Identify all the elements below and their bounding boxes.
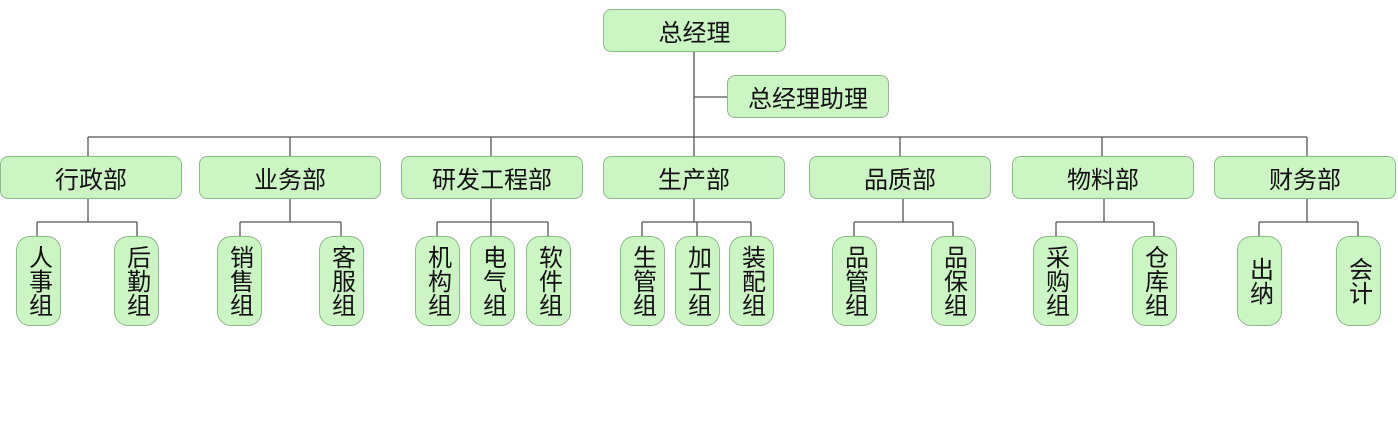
node-dept-production: 生产部 [603,156,785,199]
node-dept-quality: 品质部 [809,156,991,199]
node-team: 加工组 [675,236,720,326]
node-general-manager-assistant: 总经理助理 [727,75,889,118]
node-team: 装配组 [729,236,774,326]
node-dept-materials: 物料部 [1012,156,1194,199]
node-dept-rnd: 研发工程部 [401,156,583,199]
node-team: 机构组 [415,236,460,326]
node-team: 人事组 [16,236,61,326]
node-team: 仓库组 [1132,236,1177,326]
node-team: 出纳 [1237,236,1282,326]
node-team: 销售组 [217,236,262,326]
node-team: 采购组 [1033,236,1078,326]
node-team: 客服组 [319,236,364,326]
node-team: 电气组 [470,236,515,326]
node-team: 品管组 [832,236,877,326]
node-dept-admin: 行政部 [0,156,182,199]
node-dept-finance: 财务部 [1214,156,1396,199]
node-team: 会计 [1336,236,1381,326]
node-team: 品保组 [931,236,976,326]
node-team: 软件组 [526,236,571,326]
node-dept-business: 业务部 [199,156,381,199]
node-team: 生管组 [620,236,665,326]
node-general-manager: 总经理 [603,9,786,52]
node-team: 后勤组 [114,236,159,326]
